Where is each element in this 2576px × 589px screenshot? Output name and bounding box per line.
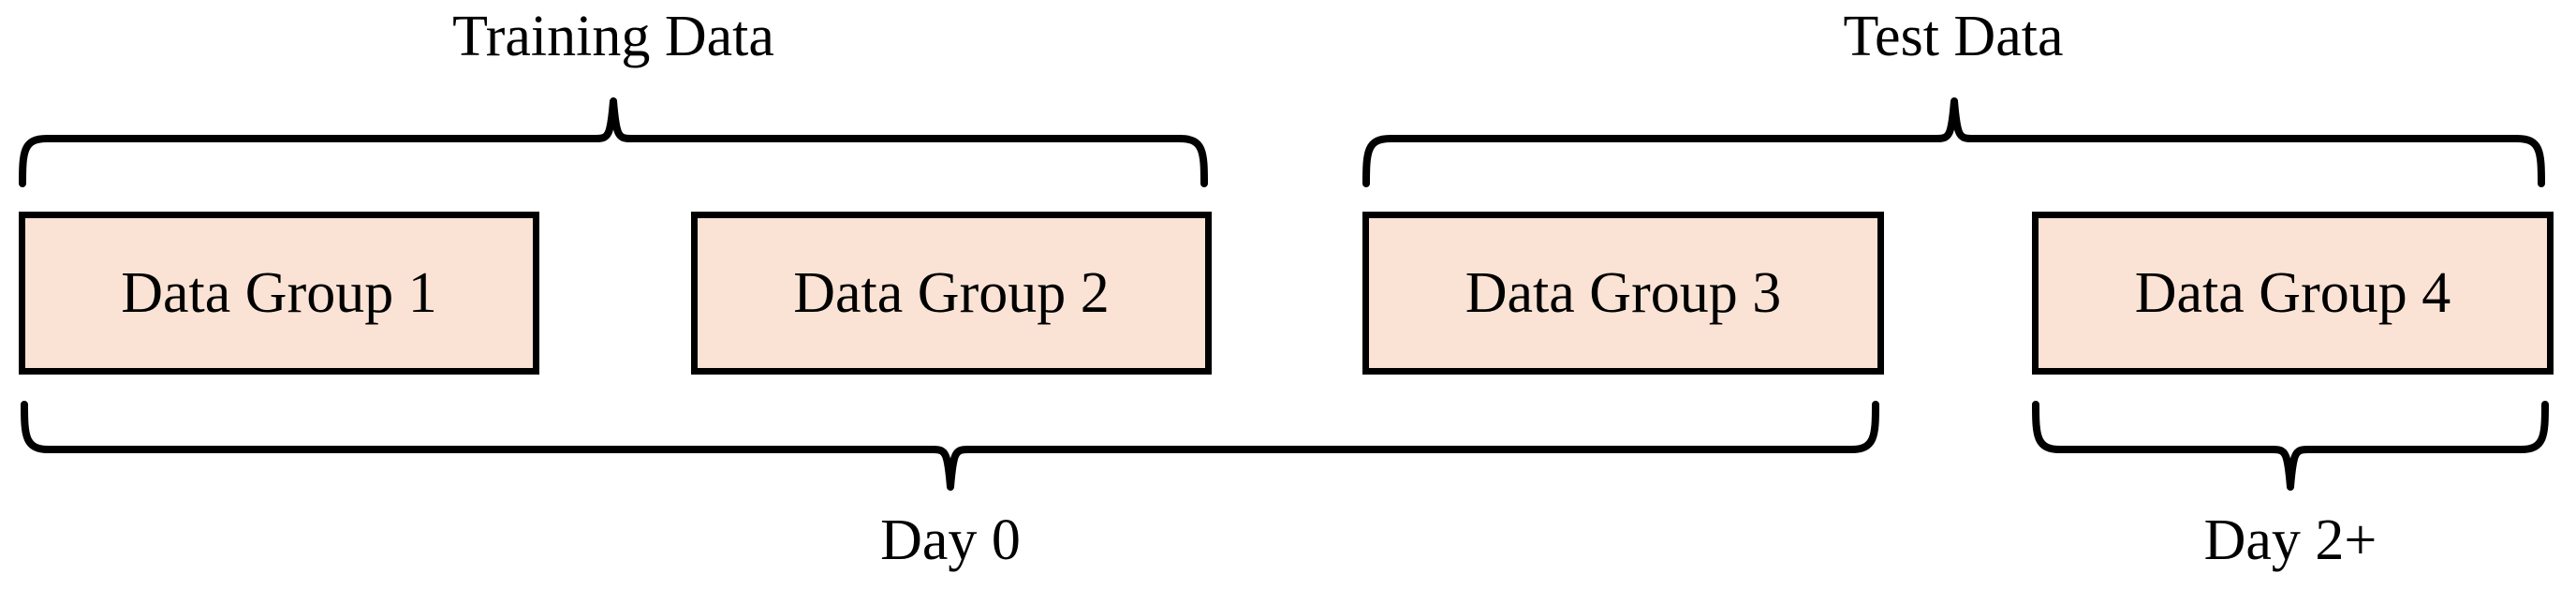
training-data-label: Training Data bbox=[452, 5, 774, 68]
day2plus-label: Day 2+ bbox=[2203, 508, 2377, 572]
data-group-3-box: Data Group 3 bbox=[1362, 212, 1884, 375]
test-brace-icon bbox=[1362, 97, 2545, 187]
data-group-1-label: Data Group 1 bbox=[121, 260, 437, 325]
test-data-label: Test Data bbox=[1843, 5, 2064, 68]
day0-brace-icon bbox=[21, 401, 1879, 491]
day0-label: Day 0 bbox=[880, 508, 1021, 572]
data-group-4-box: Data Group 4 bbox=[2032, 212, 2554, 375]
data-group-2-label: Data Group 2 bbox=[793, 260, 1110, 325]
data-group-1-box: Data Group 1 bbox=[19, 212, 539, 375]
training-brace-icon bbox=[19, 97, 1208, 187]
data-group-4-label: Data Group 4 bbox=[2134, 260, 2451, 325]
data-group-2-box: Data Group 2 bbox=[691, 212, 1212, 375]
data-group-3-label: Data Group 3 bbox=[1465, 260, 1782, 325]
day2plus-brace-icon bbox=[2032, 401, 2549, 491]
